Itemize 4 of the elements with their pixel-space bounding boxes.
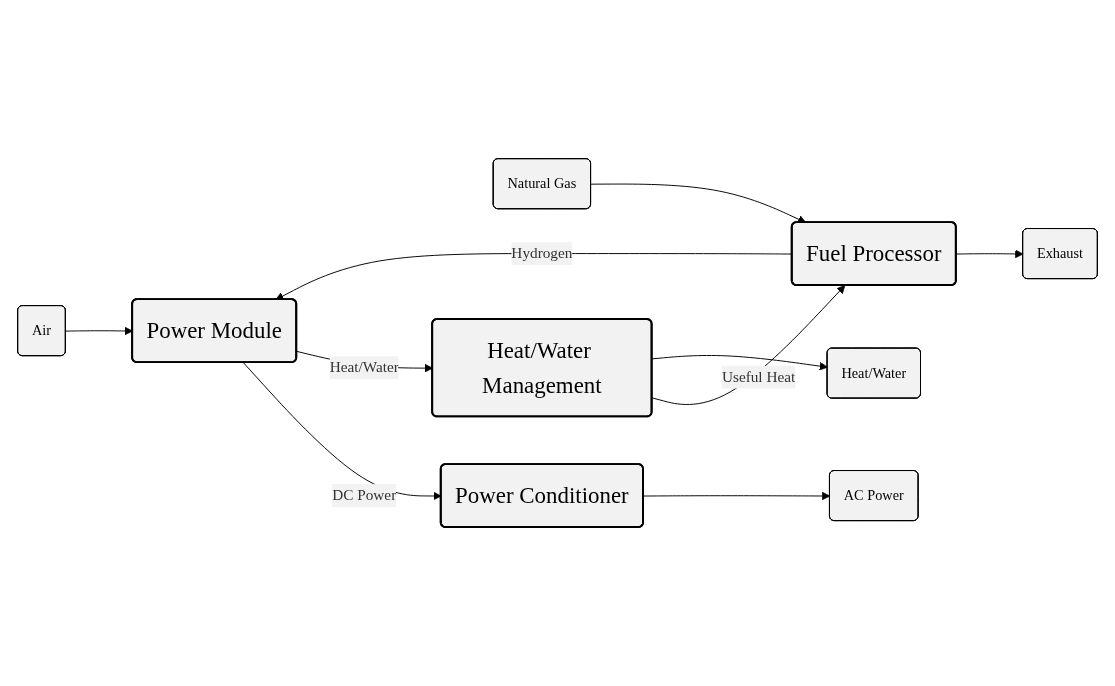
- edge-label: DC Power: [332, 487, 397, 504]
- edge-label: Useful Heat: [721, 368, 796, 385]
- edge-label: Heat/Water: [329, 359, 399, 376]
- edge-label: Hydrogen: [511, 245, 573, 262]
